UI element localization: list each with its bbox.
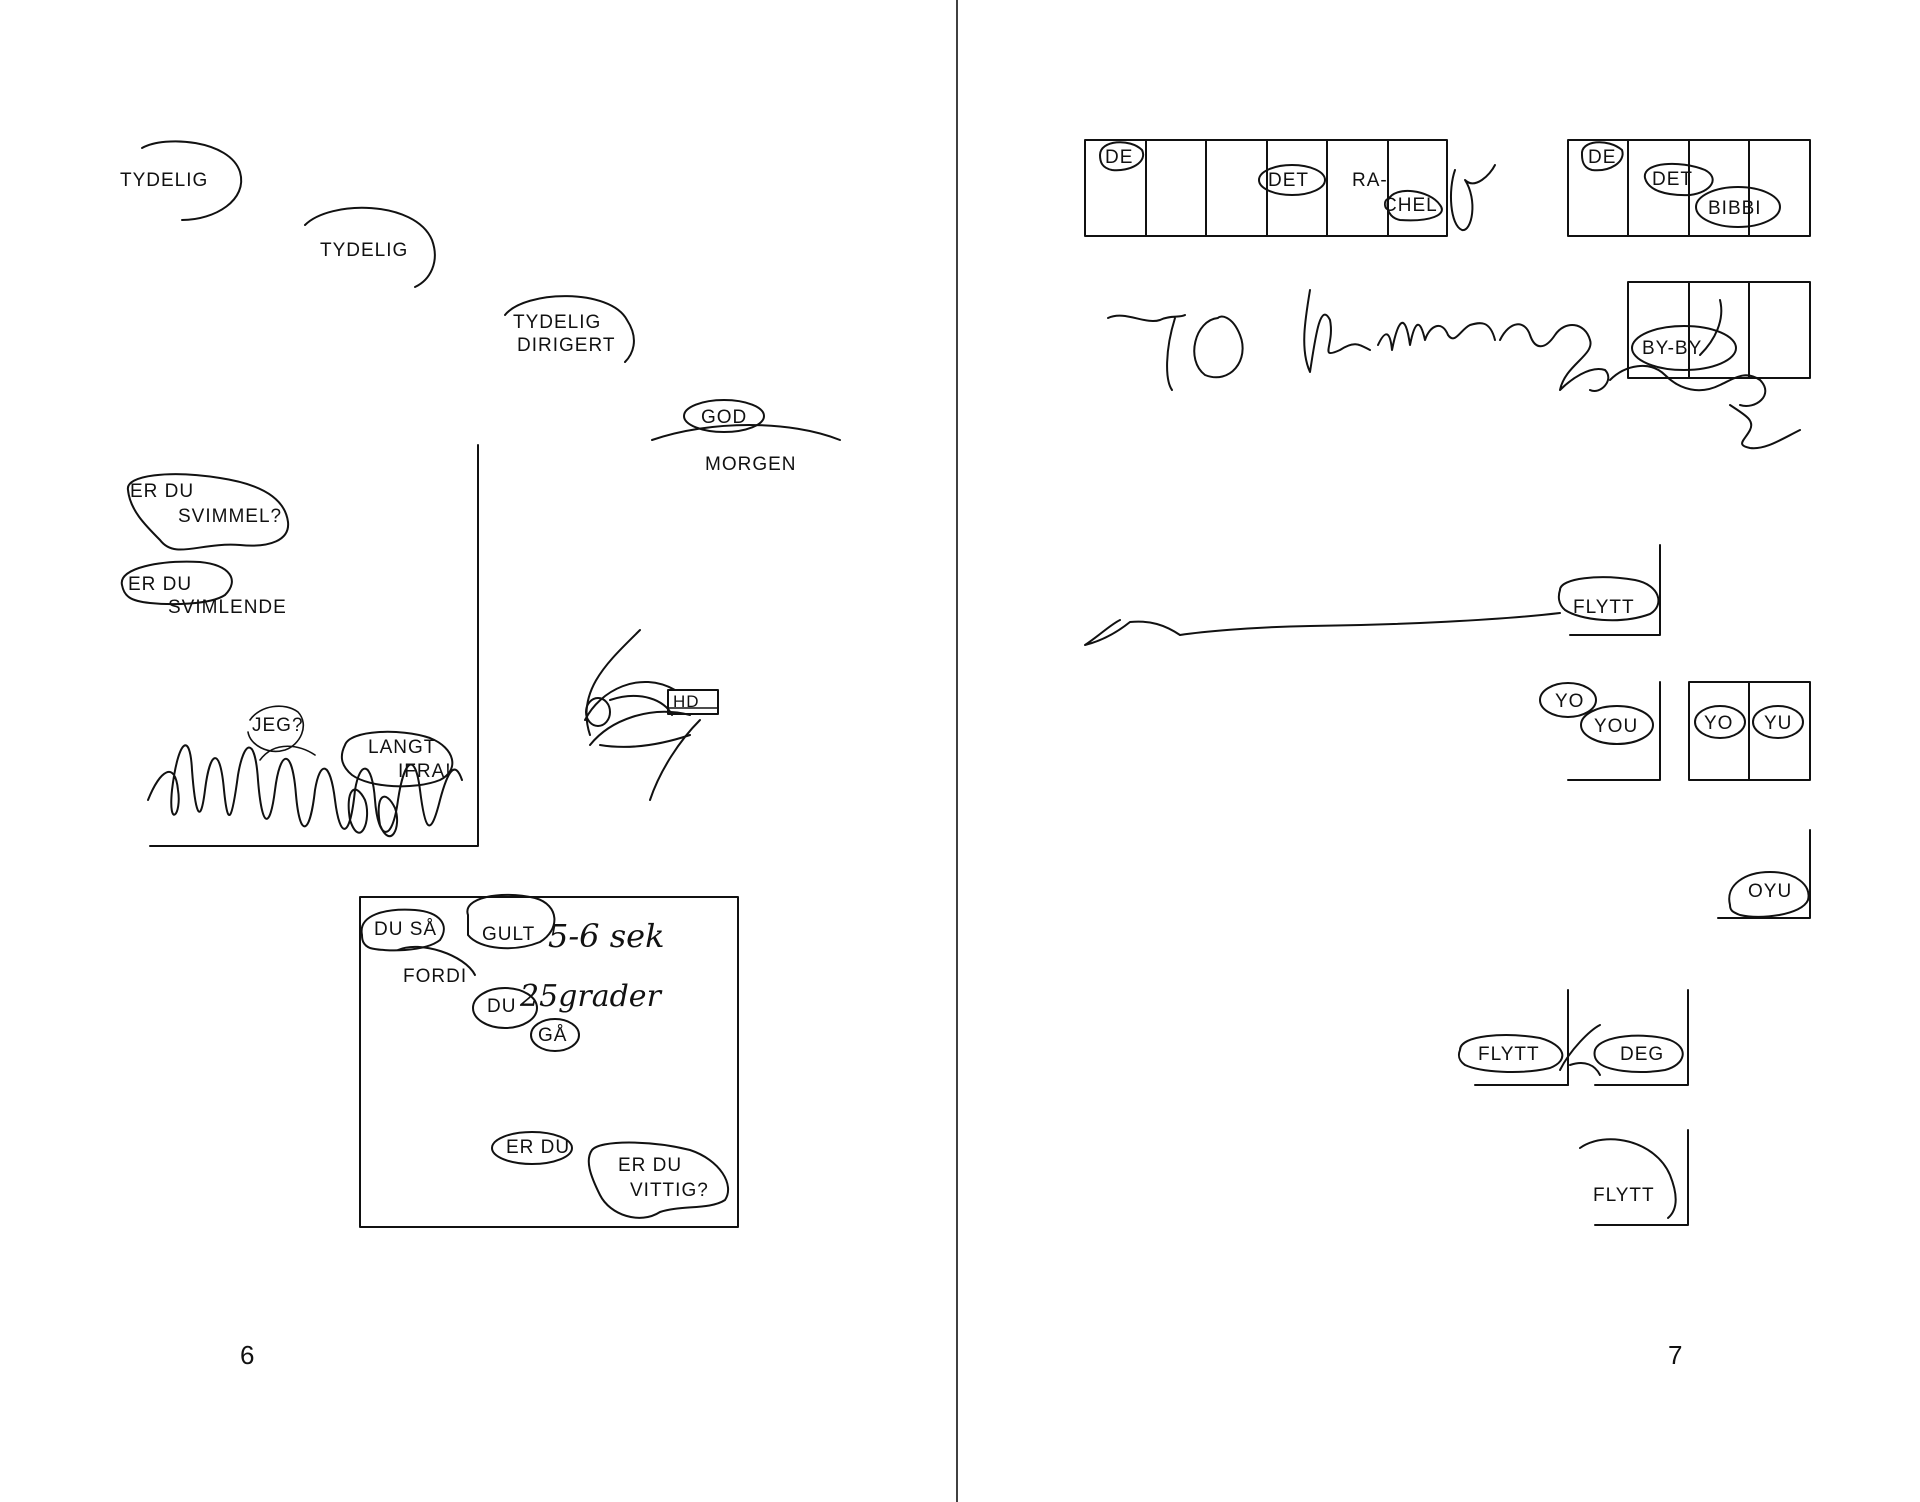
svimmel-bubbles [120, 473, 290, 606]
word-fordi: FORDI [403, 966, 468, 987]
word-ga: GÅ [538, 1025, 568, 1046]
word-ifra: IFRA! [398, 761, 452, 782]
flytt-deg-brackets [1457, 989, 1689, 1086]
word-flytt-3: FLYTT [1593, 1185, 1655, 1206]
handwritten-5-6-sek: 5-6 sek [548, 917, 665, 955]
flytt-arrow-line [1084, 544, 1661, 646]
page-number-right: 7 [1668, 1340, 1683, 1370]
de-det-rachel-grid [1084, 139, 1496, 237]
word-tydelig-2: TYDELIG [320, 240, 409, 261]
word-tydelig-1: TYDELIG [120, 170, 209, 191]
word-hd: HD [673, 692, 700, 711]
word-er-du-1: ER DU [130, 481, 195, 502]
word-de-1: DE [1105, 147, 1134, 168]
scribble-tangle [147, 705, 463, 838]
word-er-du-3: ER DU [506, 1137, 571, 1158]
word-vittig: VITTIG? [630, 1180, 709, 1201]
yo-you-brackets [1539, 681, 1811, 781]
word-jeg: JEG? [252, 715, 304, 736]
handwritten-25grader: 25grader [520, 979, 661, 1014]
word-er-du-4: ER DU [618, 1155, 683, 1176]
word-flytt-2: FLYTT [1478, 1044, 1540, 1065]
word-du-sa: DU SÅ [374, 919, 438, 940]
word-gult: GULT [482, 924, 536, 945]
oyu-bracket [1717, 829, 1811, 919]
word-flytt-1: FLYTT [1573, 597, 1635, 618]
word-er-du-2: ER DU [128, 574, 193, 595]
word-det-2: DET [1652, 169, 1693, 190]
de-det-bibbi-grid [1567, 139, 1811, 237]
word-de-2: DE [1588, 147, 1617, 168]
god-morgen-drawing [651, 399, 841, 441]
box-frame [359, 893, 739, 1228]
signature-scrawl [1107, 289, 1801, 450]
page-number-left: 6 [240, 1340, 255, 1370]
left-bracket-frame [149, 444, 479, 847]
word-yo-1: YO [1555, 691, 1585, 712]
hd-sketch [584, 629, 719, 801]
tydelig-bubbles [141, 140, 635, 363]
word-god: GOD [701, 407, 748, 428]
word-by-by: BY-BY [1642, 338, 1703, 359]
word-deg: DEG [1620, 1044, 1665, 1065]
word-tydelig-3: TYDELIG [513, 312, 602, 333]
word-du: DU [487, 996, 517, 1017]
word-dirigert: DIRIGERT [517, 335, 616, 356]
word-oyu: OYU [1748, 881, 1793, 902]
word-langt: LANGT [368, 737, 437, 758]
flytt-final-bracket [1579, 1129, 1689, 1226]
word-morgen: MORGEN [705, 454, 797, 475]
word-yu: YU [1764, 713, 1793, 734]
word-svimlende: SVIMLENDE [168, 597, 287, 618]
word-svimmel: SVIMMEL? [178, 506, 283, 527]
by-by-grid [1627, 281, 1811, 379]
word-det-1: DET [1268, 170, 1309, 191]
word-chel: CHEL [1383, 195, 1438, 216]
word-ra: RA- [1352, 170, 1388, 191]
word-you: YOU [1594, 716, 1639, 737]
word-yo-2: YO [1704, 713, 1734, 734]
word-bibbi: BIBBI [1708, 198, 1762, 219]
